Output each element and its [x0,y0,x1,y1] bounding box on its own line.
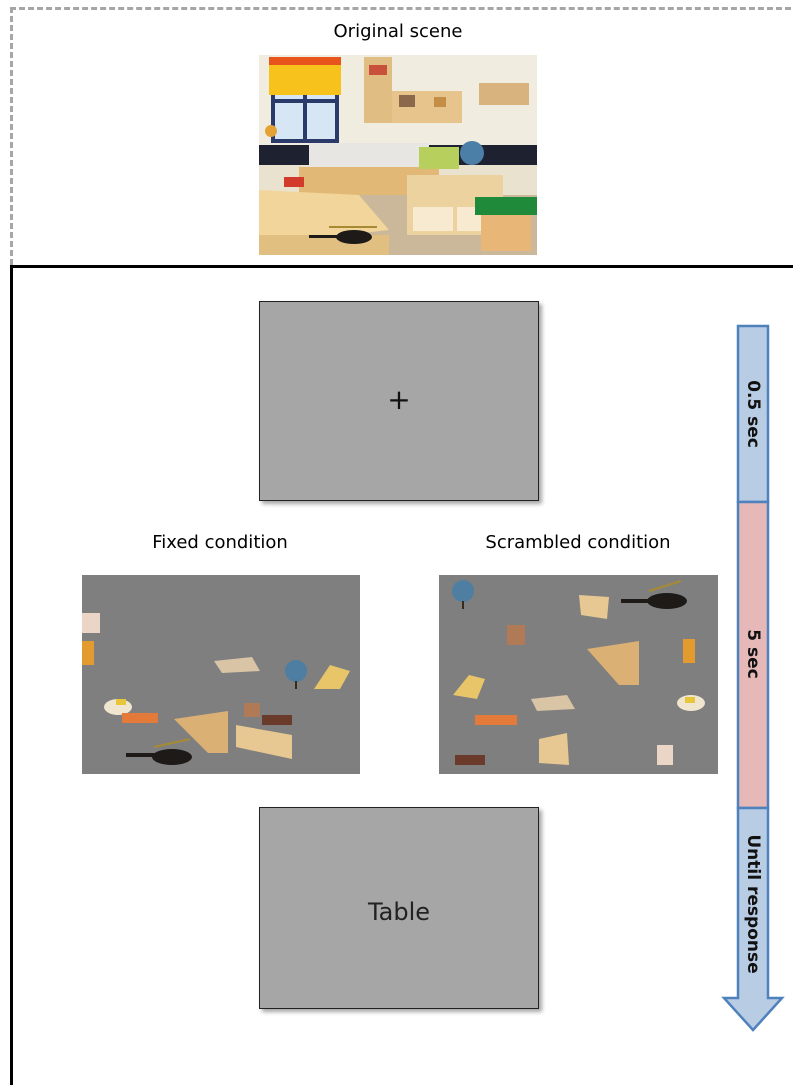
box-piece [579,595,609,619]
fixation-cross: + [387,383,411,416]
cup-piece [262,715,292,725]
timeline-segment-2 [721,806,785,1032]
original-scene-photo [259,55,537,255]
drawer-piece [236,725,292,759]
box-piece [244,703,260,717]
globe-piece [452,580,474,602]
scrambled-condition-label: Scrambled condition [485,532,671,553]
fixation-screen: + [259,301,539,501]
timeline-segment-1 [736,500,770,810]
train-piece [122,713,158,723]
timeline-label-0: 0.5 sec [743,380,763,448]
target-word: Table [367,898,431,926]
timeline-arrow: 0.5 sec 5 sec Until response [718,322,788,1034]
fixed-condition-scene [82,575,360,774]
scrambled-condition-scene [439,575,718,774]
trial-sequence-panel [10,265,793,1085]
drawer-piece [539,733,569,765]
train-piece [475,715,517,725]
book-piece [531,695,575,711]
book-piece [214,657,260,673]
sign-piece [82,641,94,665]
table-piece [587,641,639,685]
globe-piece [285,660,307,682]
helicopter-piece [647,593,687,609]
original-scene-title: Original scene [333,21,463,42]
car-piece [455,755,485,765]
response-screen: Table [259,807,539,1009]
timeline-label-1: 5 sec [743,629,763,679]
fixed-condition-label: Fixed condition [152,532,288,553]
cup-piece [507,625,525,645]
poster-piece [82,613,100,633]
teddy-piece [453,675,485,699]
table-piece [174,711,228,753]
timeline-label-2: Until response [743,834,763,974]
teddy-piece [314,665,350,689]
sign-piece [683,639,695,663]
original-scene-panel [10,7,793,265]
poster-piece [657,745,673,765]
